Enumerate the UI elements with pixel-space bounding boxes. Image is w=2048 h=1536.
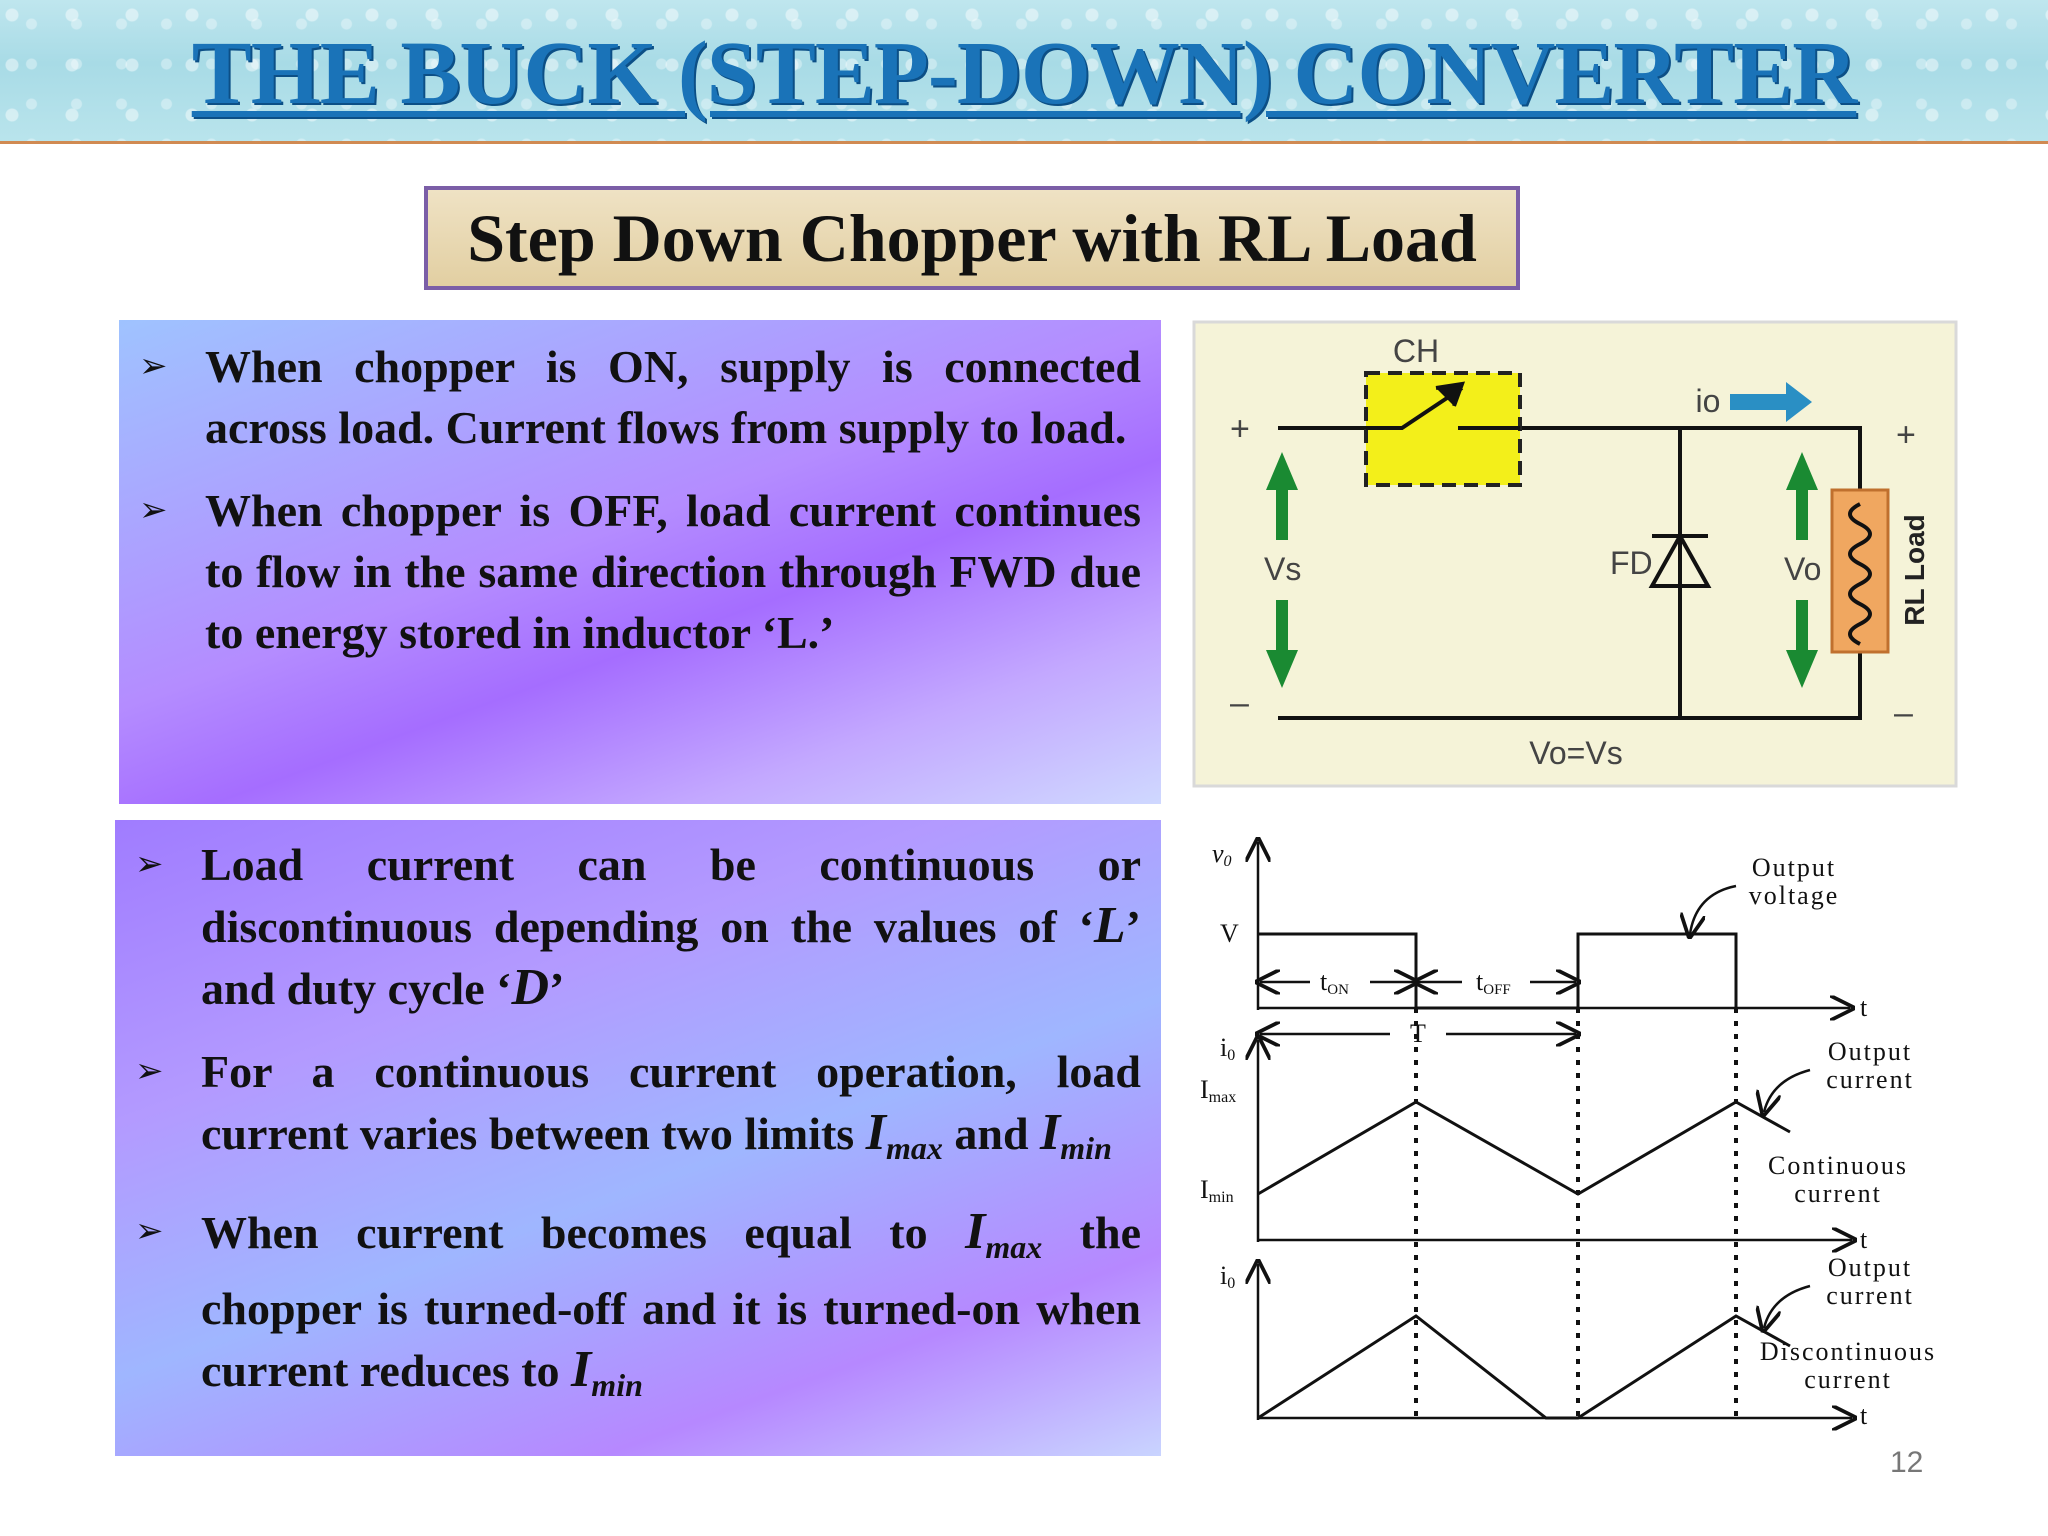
label-discontinuous-1: Discontinuous <box>1760 1337 1936 1366</box>
label-output-voltage-1: Output <box>1752 853 1836 882</box>
label-io: io <box>1696 383 1721 419</box>
label-plus-right: + <box>1896 416 1916 454</box>
label-v0: v0 <box>1212 839 1232 870</box>
label-i0-discontinuous: i0 <box>1220 1261 1235 1292</box>
rl-load-box <box>1830 488 1890 654</box>
bullet-chopper-on: ➢ When chopper is ON, supply is connecte… <box>139 336 1141 458</box>
label-minus-right: – <box>1894 694 1913 732</box>
freewheel-diode-icon <box>1648 531 1712 588</box>
circuit-diagram: CH io + + – – Vs FD Vo Vo=Vs RL Load <box>1192 320 1958 788</box>
label-toff: tOFF <box>1476 967 1511 998</box>
vo-arrows-icon <box>1786 452 1818 688</box>
bullet-load-current: ➢ Load current can be continuous or disc… <box>135 834 1141 1019</box>
label-T: T <box>1410 1019 1426 1048</box>
label-fd: FD <box>1610 545 1653 581</box>
slide-title: THE BUCK (STEP-DOWN) CONVERTER <box>191 24 1858 123</box>
label-vs: Vs <box>1264 551 1301 587</box>
bullet-turn-off-on: ➢ When current becomes equal to Imax the… <box>135 1203 1142 1404</box>
label-output-voltage-2: voltage <box>1749 881 1840 910</box>
label-t-voltage: t <box>1860 993 1868 1022</box>
subtitle: Step Down Chopper with RL Load <box>467 199 1477 276</box>
subtitle-box: Step Down Chopper with RL Load <box>424 186 1520 290</box>
switch-icon <box>1366 381 1520 430</box>
label-imax: Imax <box>1200 1075 1236 1106</box>
inductor-coil-icon <box>1848 502 1872 646</box>
label-rl-load: RL Load <box>1899 514 1930 625</box>
header-banner: THE BUCK (STEP-DOWN) CONVERTER <box>0 0 2048 144</box>
label-imin: Imin <box>1200 1175 1234 1206</box>
circuit-background <box>1192 320 1958 788</box>
label-i0-continuous: i0 <box>1220 1033 1235 1064</box>
label-V: V <box>1220 919 1239 948</box>
arrow-bullet-icon: ➢ <box>135 1211 164 1252</box>
label-discontinuous-2: current <box>1804 1365 1892 1394</box>
label-t-continuous: t <box>1860 1225 1868 1254</box>
label-plus-left: + <box>1230 410 1250 448</box>
arrow-bullet-icon: ➢ <box>139 490 168 530</box>
bullet-continuous-operation: ➢ For a continuous current operation, lo… <box>135 1041 1141 1179</box>
text-box-bottom: ➢ Load current can be continuous or disc… <box>115 820 1161 1456</box>
arrow-bullet-icon: ➢ <box>135 844 164 884</box>
label-ch: CH <box>1393 333 1439 369</box>
io-arrow-icon <box>1730 382 1812 422</box>
label-continuous-2: current <box>1794 1179 1882 1208</box>
vs-arrows-icon <box>1266 452 1298 688</box>
label-vo-vs: Vo=Vs <box>1529 735 1622 771</box>
waveform-diagram: v0 V tON tOFF T t t t i0 Imax Imin i0 Ou… <box>1200 830 1936 1440</box>
arrow-bullet-icon: ➢ <box>139 346 168 386</box>
label-output-current-1: Output <box>1828 1037 1912 1066</box>
label-minus-left: – <box>1230 684 1249 722</box>
label-output-current-2: current <box>1826 1065 1914 1094</box>
page-number: 12 <box>1890 1446 1924 1479</box>
arrow-bullet-icon: ➢ <box>135 1051 164 1091</box>
label-output-current-3: Output <box>1828 1253 1912 1282</box>
bullet-chopper-off: ➢ When chopper is OFF, load current cont… <box>139 480 1141 663</box>
label-continuous-1: Continuous <box>1768 1151 1908 1180</box>
text-box-top: ➢ When chopper is ON, supply is connecte… <box>119 320 1161 804</box>
label-output-current-4: current <box>1826 1281 1914 1310</box>
label-ton: tON <box>1320 967 1349 998</box>
label-t-discontinuous: t <box>1860 1401 1868 1430</box>
label-vo: Vo <box>1784 551 1821 587</box>
